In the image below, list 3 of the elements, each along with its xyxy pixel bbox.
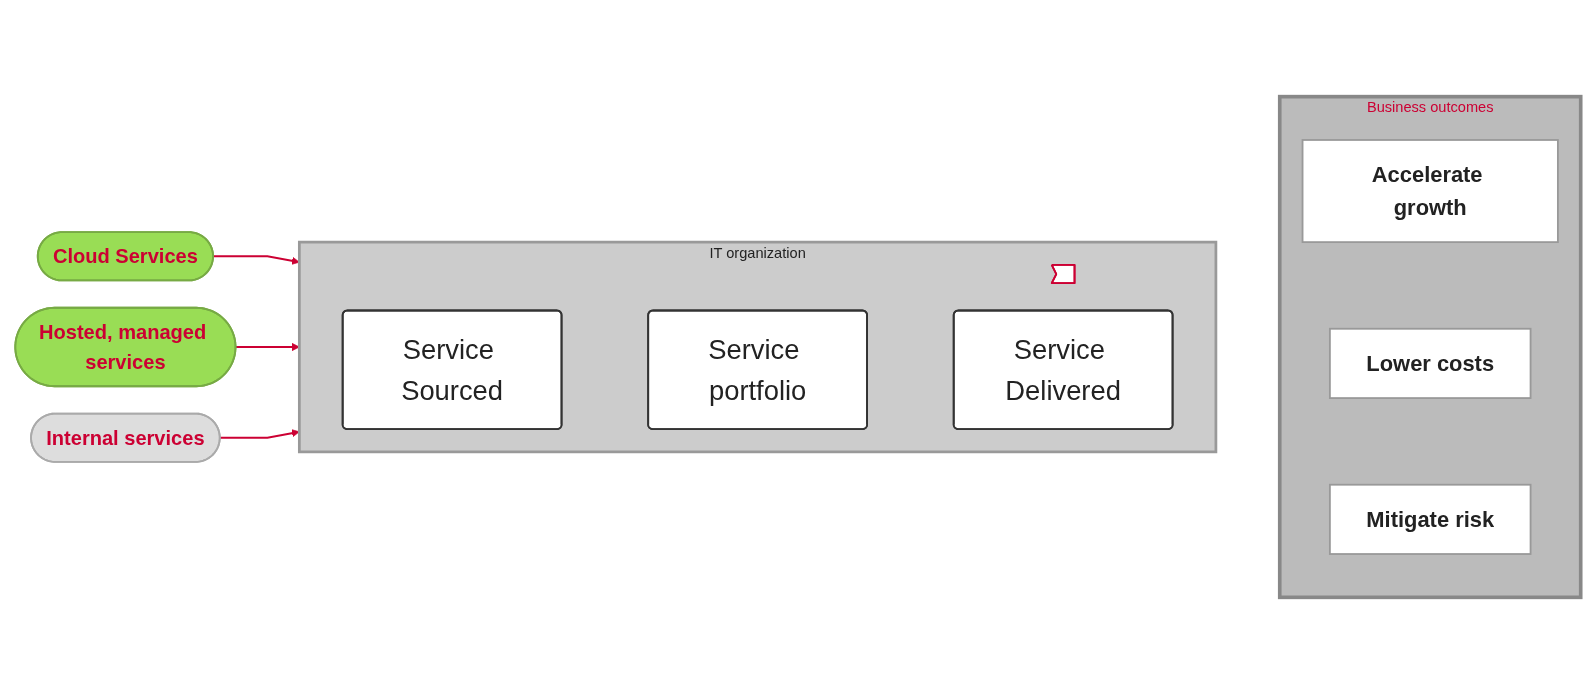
node-box: Accelerate growth: [1301, 139, 1559, 244]
node-box: Mitigate risk: [1328, 483, 1531, 555]
node-box: Lower costs: [1328, 327, 1531, 399]
